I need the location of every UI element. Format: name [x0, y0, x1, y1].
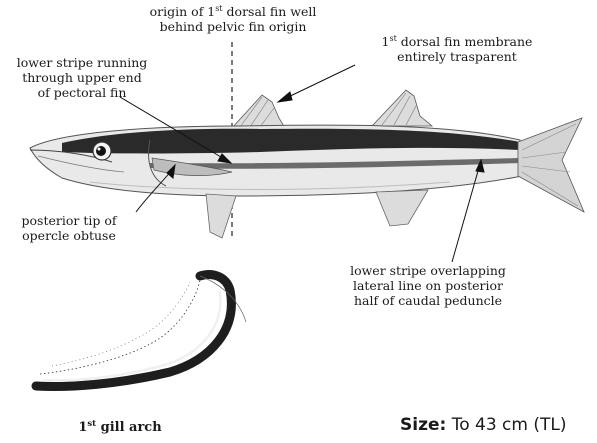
dorsal-membrane-label: 1st dorsal fin membrane entirely traspar… — [352, 34, 562, 64]
dorsal-origin-label: origin of 1st dorsal fin well behind pel… — [118, 4, 348, 34]
anal-fin — [376, 190, 428, 226]
opercle-label: posterior tip of opercle obtuse — [4, 213, 134, 243]
lower-stripe-pectoral-line1: lower stripe running — [17, 55, 148, 70]
dorsal-membrane-line1-b: dorsal fin membrane — [397, 34, 533, 49]
size-label: Size: — [400, 415, 446, 435]
gill-caption-post: gill arch — [96, 420, 162, 435]
caudal-fin — [518, 118, 584, 212]
caudal-peduncle-line1: lower stripe overlapping — [350, 263, 506, 278]
dorsal-origin-line2: behind pelvic fin origin — [160, 19, 307, 34]
caudal-peduncle-label: lower stripe overlapping lateral line on… — [318, 263, 538, 308]
gill-caption-pre: 1 — [78, 420, 87, 435]
dorsal-origin-line1-b: dorsal fin well — [223, 4, 317, 19]
dorsal-membrane-line1-sup: st — [389, 34, 396, 43]
dorsal-membrane-line2: entirely trasparent — [397, 49, 517, 64]
first-dorsal-fin — [232, 95, 285, 128]
caudal-peduncle-line3: half of caudal peduncle — [354, 293, 502, 308]
lower-stripe-pectoral-label: lower stripe running through upper end o… — [2, 55, 162, 100]
lower-stripe-pectoral-line2: through upper end — [22, 70, 142, 85]
size-info: Size: To 43 cm (TL) — [400, 415, 566, 435]
dorsal-origin-line1-a: origin of 1 — [150, 4, 216, 19]
dorsal-origin-line1-sup: st — [215, 4, 222, 13]
gill-arch-illustration — [36, 275, 246, 387]
caudal-peduncle-line2: lateral line on posterior — [353, 278, 503, 293]
opercle-line2: opercle obtuse — [22, 228, 116, 243]
gill-caption-sup: st — [87, 419, 96, 429]
second-dorsal-fin — [372, 90, 432, 126]
lower-stripe-pectoral-line3: of pectoral fin — [38, 85, 127, 100]
opercle-line1: posterior tip of — [22, 213, 117, 228]
size-value: To 43 cm (TL) — [446, 415, 566, 435]
gill-arch-caption: 1st gill arch — [60, 420, 180, 435]
